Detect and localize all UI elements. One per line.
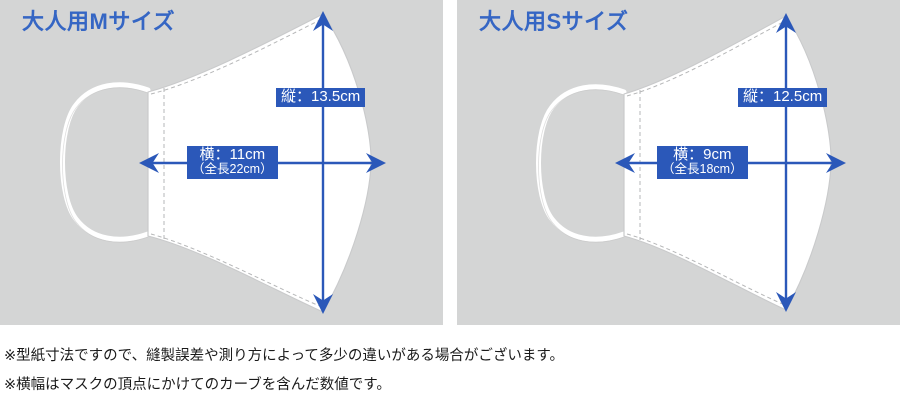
width-arrow-head-left-s — [615, 153, 635, 173]
ear-loop-shadow-m — [62, 87, 149, 243]
width-label-main-adult-m: 横：11cm — [199, 146, 266, 163]
note-line-1: ※型紙寸法ですので、縫製誤差や測り方によって多少の違いがある場合がございます。 — [4, 348, 564, 364]
width-label-main-adult-s: 横：9cm — [673, 146, 732, 163]
seam-dashed-bottom-s — [626, 233, 786, 306]
height-label-adult-m: 縦：13.5cm — [276, 88, 366, 108]
width-label-adult-s: 横：9cm （全長18cm） — [657, 146, 748, 179]
width-arrow-head-right-s — [826, 153, 846, 173]
height-arrow-head-bottom-s — [776, 292, 796, 312]
panel-adult-s: 大人用Sサイズ 縦：12.5cm — [457, 0, 900, 325]
width-label-sub-adult-s: （全長18cm） — [662, 162, 743, 177]
height-arrow-head-top-m — [313, 11, 333, 31]
width-label-adult-m: 横：11cm （全長22cm） — [187, 146, 278, 179]
panel-adult-m: 大人用Mサイズ — [0, 0, 443, 325]
height-arrow-head-top-s — [776, 13, 796, 33]
width-arrow-head-left-m — [139, 153, 159, 173]
note-line-2: ※横幅はマスクの頂点にかけてのカーブを含んだ数値です。 — [4, 377, 391, 393]
notes-section: ※型紙寸法ですので、縫製誤差や測り方によって多少の違いがある場合がございます。 … — [0, 325, 900, 409]
panel-title-adult-s: 大人用Sサイズ — [479, 9, 629, 34]
width-arrow-head-right-m — [366, 153, 386, 173]
seam-dashed-bottom-m — [150, 233, 323, 308]
height-label-adult-s: 縦：12.5cm — [738, 88, 828, 108]
seam-dashed-top-s — [626, 20, 786, 97]
diagram-band: 大人用Mサイズ — [0, 0, 900, 325]
height-arrow-head-bottom-m — [313, 294, 333, 314]
ear-loop-shape-m — [60, 82, 151, 242]
width-label-sub-adult-m: （全長22cm） — [192, 162, 273, 177]
ear-loop-shape-s — [536, 84, 627, 242]
seam-dashed-top-m — [150, 18, 323, 95]
panel-title-adult-m: 大人用Mサイズ — [22, 9, 176, 34]
ear-loop-shadow-s — [538, 89, 625, 243]
